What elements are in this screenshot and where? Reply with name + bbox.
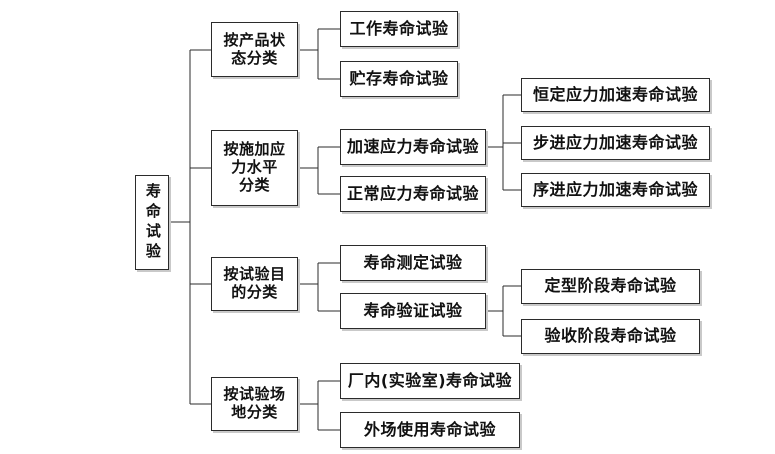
node-branch-by-stress-level[interactable]: 按施加应 力水平 分类 bbox=[211, 130, 298, 206]
node-accelerated-stress-life-test[interactable]: 加速应力寿命试验 bbox=[340, 129, 486, 165]
node-label: 工作寿命试验 bbox=[349, 18, 449, 38]
node-step-stress-accelerated-life-test[interactable]: 步进应力加速寿命试验 bbox=[521, 126, 710, 160]
node-field-use-life-test[interactable]: 外场使用寿命试验 bbox=[340, 412, 520, 448]
node-life-verification-test[interactable]: 寿命验证试验 bbox=[340, 293, 486, 329]
node-branch-by-test-purpose[interactable]: 按试验目 的分类 bbox=[211, 257, 298, 311]
node-life-measurement-test[interactable]: 寿命测定试验 bbox=[340, 245, 486, 281]
node-label: 按产品状 态分类 bbox=[223, 30, 286, 67]
node-in-plant-laboratory-life-test[interactable]: 厂内(实验室)寿命试验 bbox=[340, 363, 520, 399]
node-label: 序进应力加速寿命试验 bbox=[532, 179, 698, 199]
node-branch-by-test-site[interactable]: 按试验场 地分类 bbox=[211, 377, 298, 431]
node-label: 正常应力寿命试验 bbox=[346, 183, 479, 203]
node-label: 寿命测定试验 bbox=[363, 252, 463, 272]
node-progressive-stress-accelerated-life-test[interactable]: 序进应力加速寿命试验 bbox=[521, 173, 710, 207]
node-label: 验收阶段寿命试验 bbox=[544, 326, 677, 346]
node-label: 外场使用寿命试验 bbox=[363, 419, 496, 439]
node-acceptance-stage-life-test[interactable]: 验收阶段寿命试验 bbox=[521, 319, 700, 354]
node-label: 按施加应 力水平 分类 bbox=[223, 140, 286, 194]
node-label: 恒定应力加速寿命试验 bbox=[532, 84, 698, 104]
node-working-life-test[interactable]: 工作寿命试验 bbox=[340, 11, 458, 47]
node-label: 定型阶段寿命试验 bbox=[544, 276, 677, 296]
node-branch-by-product-state[interactable]: 按产品状 态分类 bbox=[211, 22, 298, 77]
node-label: 寿命验证试验 bbox=[363, 300, 463, 320]
node-root-label: 寿命试验 bbox=[143, 182, 162, 263]
node-label: 厂内(实验室)寿命试验 bbox=[347, 370, 513, 390]
node-constant-stress-accelerated-life-test[interactable]: 恒定应力加速寿命试验 bbox=[521, 78, 710, 112]
node-label: 加速应力寿命试验 bbox=[346, 136, 479, 156]
node-storage-life-test[interactable]: 贮存寿命试验 bbox=[340, 61, 458, 97]
node-label: 贮存寿命试验 bbox=[349, 68, 449, 88]
node-label: 步进应力加速寿命试验 bbox=[532, 132, 698, 152]
node-finalization-stage-life-test[interactable]: 定型阶段寿命试验 bbox=[521, 269, 700, 304]
node-label: 按试验场 地分类 bbox=[223, 385, 286, 421]
node-root[interactable]: 寿命试验 bbox=[135, 175, 169, 270]
node-label: 按试验目 的分类 bbox=[223, 265, 286, 301]
node-normal-stress-life-test[interactable]: 正常应力寿命试验 bbox=[340, 176, 486, 212]
